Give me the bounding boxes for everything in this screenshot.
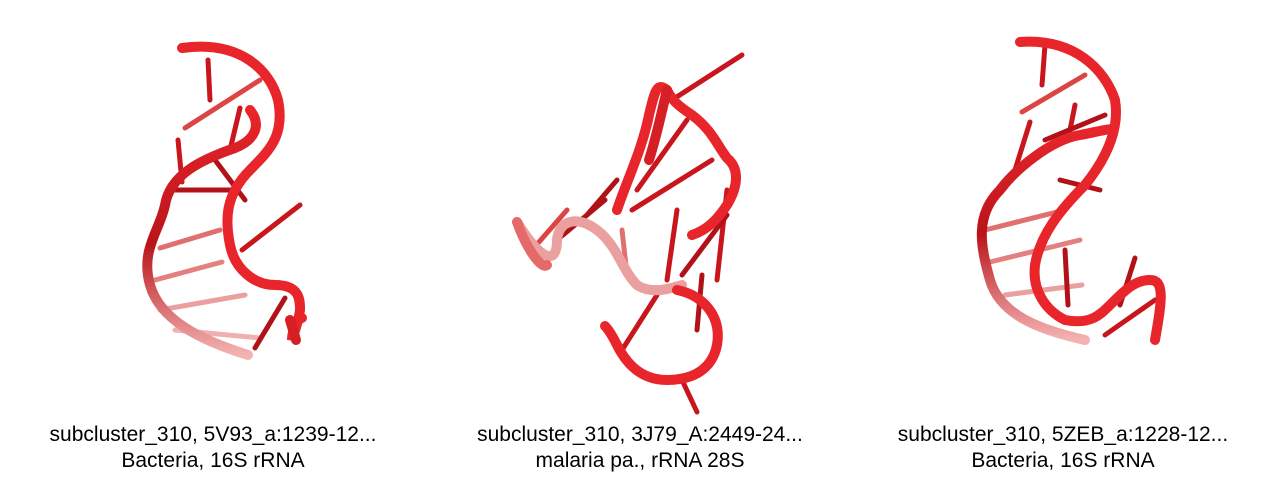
caption-subtitle-2: malaria pa., rRNA 28S (535, 449, 745, 472)
rna-structure-image-2 (512, 52, 745, 415)
caption-subtitle-1: Bacteria, 16S rRNA (121, 449, 305, 472)
structure-panel-1: subcluster_310, 5V93_a:1239-12... Bacter… (0, 0, 426, 480)
caption-title-2: subcluster_310, 3J79_A:2449-24... (477, 423, 803, 446)
rna-structure-image-1 (142, 41, 307, 360)
caption-subtitle-3: Bacteria, 16S rRNA (971, 449, 1155, 472)
rna-structure-image-3 (976, 36, 1166, 345)
structure-panel-2: subcluster_310, 3J79_A:2449-24... malari… (427, 0, 853, 480)
caption-title-3: subcluster_310, 5ZEB_a:1228-12... (897, 423, 1229, 446)
structure-panel-3: subcluster_310, 5ZEB_a:1228-12... Bacter… (850, 0, 1276, 480)
caption-title-1: subcluster_310, 5V93_a:1239-12... (49, 423, 377, 446)
